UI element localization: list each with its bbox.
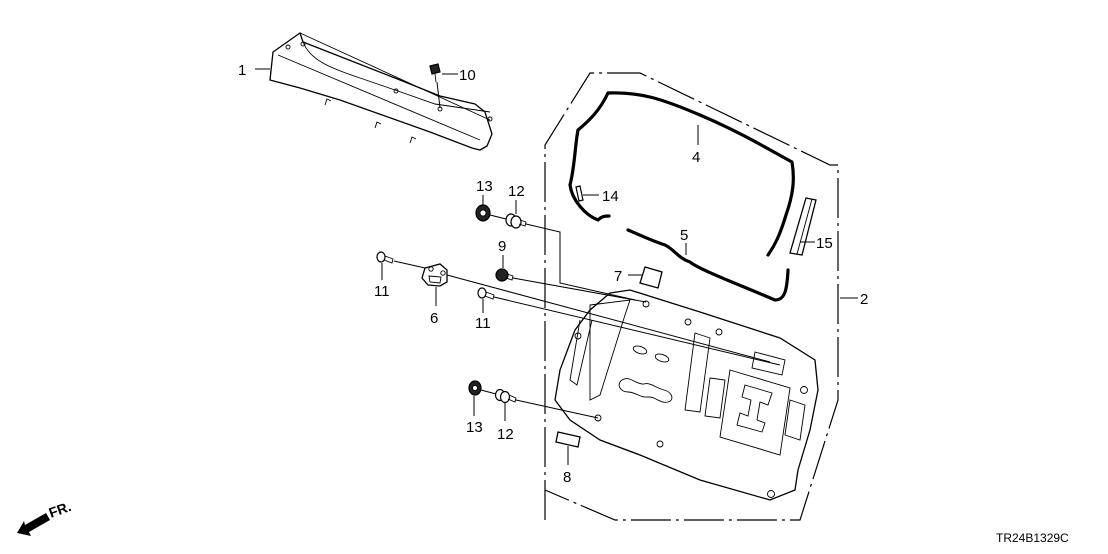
callout-5: 5 (680, 227, 688, 244)
part-13-washer-lower[interactable] (468, 380, 482, 396)
part-6-bracket[interactable] (421, 263, 448, 287)
callout-11-left: 11 (374, 283, 390, 300)
front-direction-label: FR. (47, 498, 74, 521)
part-11-bolt-right[interactable] (477, 287, 495, 300)
callout-1: 1 (238, 62, 246, 79)
part-5-seal[interactable] (626, 228, 790, 302)
part-8-label[interactable] (555, 431, 581, 448)
callout-14: 14 (602, 188, 619, 205)
callout-8: 8 (563, 469, 571, 486)
callout-12-lower: 12 (497, 426, 514, 443)
callout-10: 10 (459, 67, 476, 84)
part-7-label[interactable] (639, 266, 663, 289)
front-direction-arrow-icon (17, 513, 50, 536)
callout-4: 4 (692, 149, 700, 166)
part-12-bolt-lower[interactable] (494, 388, 517, 404)
diagram-code: TR24B1329C (996, 531, 1069, 545)
part-12-bolt-upper[interactable] (505, 213, 527, 229)
callout-11-right: 11 (475, 315, 491, 332)
part-4-seal[interactable] (568, 91, 795, 257)
part-9-bolt[interactable] (495, 268, 514, 282)
part-14-clip[interactable] (575, 185, 584, 202)
part-11-bolt-left[interactable] (376, 251, 394, 264)
callout-15: 15 (816, 235, 833, 252)
part-2-panel[interactable] (554, 289, 819, 501)
callout-2: 2 (860, 291, 868, 308)
part-1-cover[interactable] (269, 31, 493, 151)
callout-9: 9 (498, 238, 506, 255)
callout-13-lower: 13 (466, 419, 483, 436)
callout-7: 7 (614, 268, 622, 285)
part-13-washer-upper[interactable] (475, 204, 491, 222)
callout-13-upper: 13 (476, 178, 493, 195)
callout-12-upper: 12 (508, 183, 525, 200)
part-10-bolt[interactable] (429, 63, 441, 83)
assembly-boundary-2 (544, 72, 839, 521)
callout-6: 6 (430, 310, 438, 327)
part-15-strip[interactable] (789, 197, 817, 256)
